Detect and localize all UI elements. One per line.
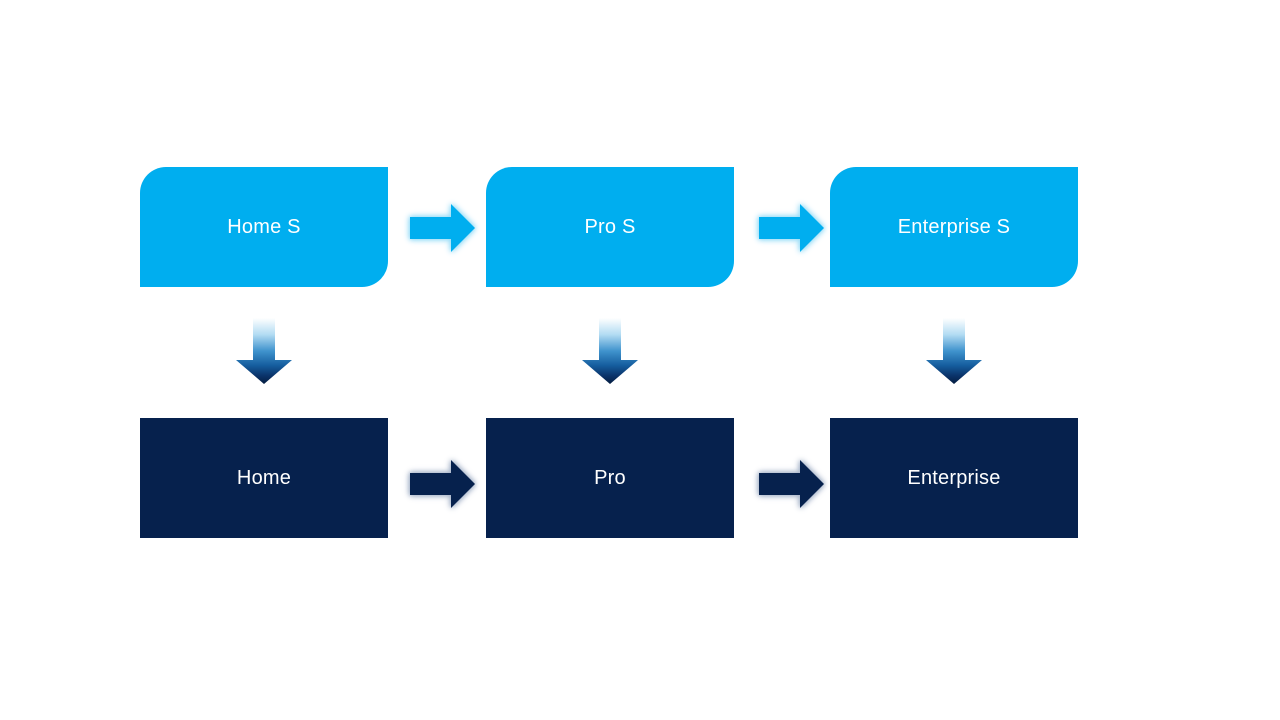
right-arrow-icon [759,204,824,252]
node-pro-s: Pro S [486,167,734,287]
node-label: Pro [594,466,626,489]
down-arrow-icon [926,318,982,384]
node-label: Enterprise [907,466,1001,489]
down-arrow-icon [582,318,638,384]
right-arrow-icon [410,204,475,252]
node-pro: Pro [486,418,734,538]
node-label: Home S [227,215,301,238]
node-label: Enterprise S [897,215,1011,238]
node-home: Home [140,418,388,538]
node-enterprise-s: Enterprise S [830,167,1078,287]
down-arrow-icon [236,318,292,384]
right-arrow-icon [759,460,824,508]
node-home-s: Home S [140,167,388,287]
node-label: Home [236,466,292,489]
node-label: Pro S [584,215,636,238]
right-arrow-icon [410,460,475,508]
node-enterprise: Enterprise [830,418,1078,538]
